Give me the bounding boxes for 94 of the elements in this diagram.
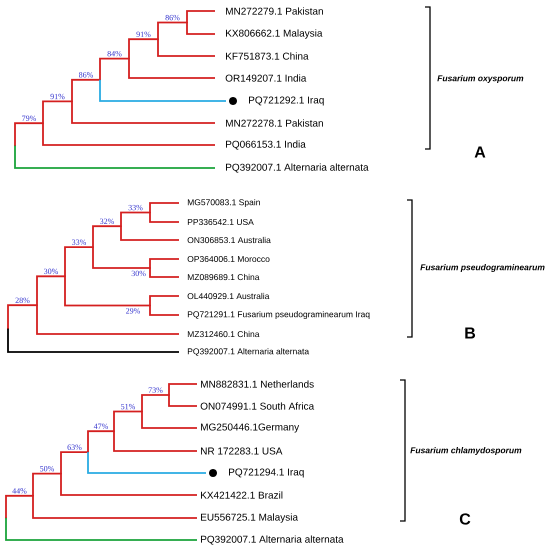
tree-branch [87, 430, 114, 452]
tree-branch [5, 494, 33, 518]
bootstrap-value: 51% [121, 404, 136, 410]
bootstrap-value: 91% [50, 94, 65, 100]
leaf-label: EU556725.1 Malaysia [201, 513, 298, 523]
tree-branch [149, 212, 179, 223]
leaf-label: KX806662.1 Malaysia [226, 29, 322, 39]
bootstrap-value: 44% [12, 488, 27, 494]
tree-branch [99, 58, 129, 80]
tree-branch [42, 123, 215, 146]
tree-branch [157, 39, 215, 57]
tree-branch [120, 212, 150, 226]
tree-branch [7, 304, 37, 329]
leaf-label: PQ721294.1 Iraq [229, 468, 304, 478]
bootstrap-value: 73% [148, 387, 163, 393]
panel-letter: A [474, 146, 486, 158]
leaf-label: MZ089689.1 China [188, 274, 260, 280]
tree-branch [149, 268, 179, 278]
bootstrap-value: 84% [107, 50, 122, 56]
bootstrap-value: 32% [100, 218, 114, 224]
leaf-label: MN272279.1 Pakistan [226, 7, 323, 15]
bootstrap-value: 79% [22, 116, 36, 121]
tree-branch [113, 431, 197, 452]
bootstrap-value: 86% [165, 14, 180, 20]
leaf-label: MN272278.1 Pakistan [226, 119, 323, 127]
leaf-label: PQ392007.1 Alternaria alternata [201, 535, 344, 545]
tree-branch [60, 451, 88, 474]
leaf-label: KX421422.1 Brazil [201, 491, 282, 499]
leaf-label: MG250446.1Germany [201, 423, 300, 433]
leaf-label: OL440929.1 Australia [188, 292, 270, 300]
tree-branch [5, 518, 197, 541]
bootstrap-value: 91% [136, 32, 151, 37]
tree-branch [186, 10, 215, 22]
leaf-label: MN882831.1 Netherlands [201, 380, 314, 388]
leaf-label: PQ721291.1 Fusarium pseudograminearum Iraq [188, 311, 370, 319]
tree-branch [149, 202, 179, 212]
tree-branch [14, 146, 215, 169]
tree-branch [64, 276, 150, 306]
tree-branch [32, 472, 61, 496]
bootstrap-value: 30% [132, 270, 146, 276]
leaf-label: MG570083.1 Spain [188, 199, 260, 207]
tree-branch [128, 38, 158, 59]
tree-branch [92, 247, 150, 269]
bootstrap-value: 86% [78, 72, 94, 78]
leaf-label: PP336542.1 USA [188, 219, 254, 225]
leaf-label: MZ312460.1 China [188, 330, 260, 338]
leaf-label: PQ721292.1 Iraq [249, 96, 324, 106]
tree-branch [186, 22, 215, 35]
tree-branch [157, 22, 187, 40]
tree-branch [141, 394, 169, 412]
leaf-label: ON306853.1 Australia [188, 236, 271, 244]
bootstrap-value: 50% [40, 466, 54, 472]
tree-branch [149, 295, 179, 306]
bootstrap-value: 30% [44, 268, 58, 274]
bootstrap-value: 28% [16, 298, 30, 303]
tree-branch [14, 122, 43, 146]
leaf-label: OP364006.1 Morocco [188, 256, 270, 262]
leaf-label: PQ392007.1 Alternaria alternata [188, 348, 310, 356]
leaf-label: KF751873.1 China [226, 52, 309, 60]
species-label: Fusarium chlamydosporum [410, 447, 522, 455]
panel-letter: C [460, 513, 470, 525]
bootstrap-value: 33% [72, 239, 86, 245]
leaf-label: OR149207.1 India [226, 74, 306, 82]
tree-branch [149, 258, 179, 268]
tree-branch [64, 246, 93, 276]
species-label: Fusarium pseudograminearum [420, 264, 545, 272]
tree-branch [99, 80, 226, 102]
tree-branch [120, 226, 179, 241]
tree-branch [36, 275, 65, 306]
tree-branch [60, 474, 197, 496]
tree-branch [168, 395, 197, 407]
tree-branch [42, 100, 72, 124]
tree-branch [71, 78, 100, 102]
tree-branch [87, 452, 206, 474]
bootstrap-value: 33% [128, 204, 143, 210]
tree-branch [141, 412, 197, 429]
tree-branch [92, 225, 121, 248]
leaf-label: PQ392007.1 Alternaria alternata [226, 163, 369, 173]
tree-branch [168, 383, 197, 395]
leaf-label: ON074991.1 South Africa [200, 402, 314, 410]
tree-branch [71, 101, 215, 124]
tree-branch [113, 410, 142, 432]
leaf-label: PQ066153.1 India [226, 140, 306, 150]
species-label: Fusarium oxysporum [437, 75, 524, 83]
leaf-label: NR 172283.1 USA [201, 447, 282, 455]
tree-branch [149, 306, 179, 316]
tree-branch [128, 58, 215, 79]
bootstrap-value: 63% [68, 444, 82, 450]
bootstrap-value: 29% [126, 308, 140, 314]
panel-letter: B [465, 328, 476, 338]
tree-branch [36, 305, 179, 335]
tree-branch [7, 328, 179, 353]
tree-branch [32, 496, 197, 519]
bootstrap-value: 47% [94, 424, 108, 429]
